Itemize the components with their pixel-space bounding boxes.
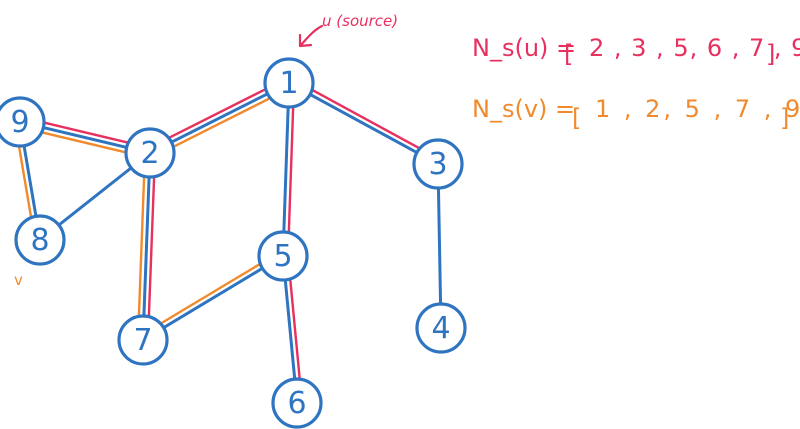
nodes-layer: 1 2 3 4 5 6 7 8 9	[0, 57, 467, 429]
node-1: 1	[263, 57, 315, 109]
edge-mark-u	[311, 88, 421, 150]
edge-mark-u	[287, 105, 295, 234]
node-circle	[415, 302, 467, 354]
edge-line	[169, 92, 270, 144]
formula-u-lhs: N_s(u) =	[472, 34, 576, 62]
edge-line	[283, 278, 297, 381]
source-arrowhead-icon	[298, 33, 313, 48]
edge-line	[308, 92, 419, 155]
formula-u-values: 2 , 3 , 5, 6 , 7 , 9	[589, 34, 800, 62]
node-label: 9	[10, 105, 29, 140]
edge-3-4	[436, 186, 443, 306]
formula-u: N_s(u) = [ 2 , 3 , 5, 6 , 7 , 9 ]	[472, 34, 800, 68]
formula-v-bracket-close: ]	[780, 104, 789, 132]
edge-mark-v	[159, 262, 262, 325]
edge-mark-u	[289, 278, 301, 380]
node-circle	[0, 96, 46, 148]
node-5: 5	[257, 230, 309, 282]
edge-mark-v	[40, 131, 127, 154]
edge-mark-v	[137, 175, 146, 318]
node-8: 8	[14, 214, 66, 266]
edge-line	[436, 186, 443, 306]
node-label: 5	[273, 239, 292, 274]
node-4: 4	[415, 302, 467, 354]
edge-line	[282, 105, 290, 234]
edge-9-8	[17, 144, 38, 219]
node-6: 6	[271, 377, 323, 429]
node-label: 8	[30, 223, 49, 258]
node-3: 3	[412, 138, 464, 190]
edge-mark-v	[17, 145, 33, 219]
source-label: u (source)	[322, 12, 398, 30]
source-annotation: u (source)	[298, 12, 398, 48]
node-label: 4	[431, 311, 450, 346]
edge-1-5	[282, 105, 295, 234]
edge-line	[22, 144, 38, 218]
edge-mark-v	[172, 97, 272, 148]
edge-mark-u	[167, 88, 267, 139]
edge-5-6	[283, 278, 301, 381]
v-label: v	[14, 271, 23, 289]
node-label: 1	[279, 66, 298, 101]
edge-line	[162, 266, 264, 330]
node-label: 6	[287, 386, 306, 421]
edge-2-7	[137, 175, 156, 318]
source-arrow-icon	[299, 24, 324, 47]
node-circle	[124, 127, 176, 179]
node-label: 2	[140, 136, 159, 171]
formula-u-bracket-close: ]	[766, 40, 775, 68]
edge-9-2	[40, 121, 130, 154]
node-circle	[263, 57, 315, 109]
formula-v-lhs: N_s(v) =	[472, 95, 575, 123]
edge-8-2	[57, 166, 133, 227]
formula-u-bracket-open: [	[564, 40, 573, 68]
formula-v-bracket-open: [	[572, 104, 581, 132]
node-circle	[271, 377, 323, 429]
edge-line	[142, 175, 151, 318]
node-label: 3	[428, 147, 447, 182]
node-2: 2	[124, 127, 176, 179]
formula-v-values: 1 , 2, 5 , 7 , 9	[595, 95, 800, 123]
formula-v: N_s(v) = [ 1 , 2, 5 , 7 , 9 ]	[472, 95, 800, 132]
edge-5-7	[159, 262, 264, 330]
edge-line	[57, 166, 133, 227]
node-circle	[412, 138, 464, 190]
edge-line	[41, 126, 129, 149]
node-circle	[117, 314, 169, 366]
edges-layer	[17, 88, 443, 381]
node-7: 7	[117, 314, 169, 366]
edge-mark-u	[43, 121, 130, 144]
edge-2-1	[167, 88, 272, 148]
node-9: 9	[0, 96, 46, 148]
node-circle	[257, 230, 309, 282]
edge-1-3	[308, 88, 421, 155]
edge-mark-u	[147, 175, 156, 318]
node-circle	[14, 214, 66, 266]
node-label: 7	[133, 323, 152, 358]
